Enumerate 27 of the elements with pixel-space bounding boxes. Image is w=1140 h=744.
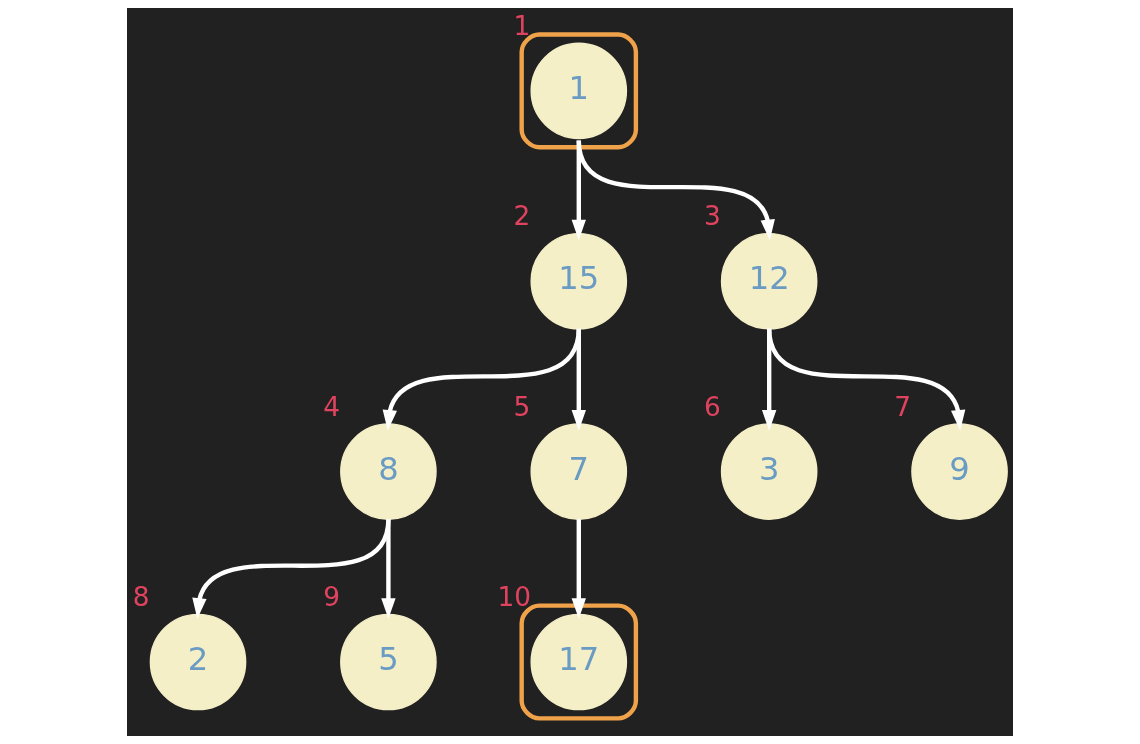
- node-label: 7: [894, 391, 912, 422]
- node-label: 6: [704, 391, 721, 422]
- node-circle: 3: [720, 423, 818, 520]
- arrow: [571, 328, 586, 431]
- node-circle: 7: [530, 423, 628, 520]
- arrow: [571, 519, 586, 619]
- node-label: 4: [323, 391, 341, 422]
- node-label: 5: [513, 391, 531, 422]
- arrow: [381, 519, 396, 619]
- node-circle: 1: [530, 42, 628, 140]
- node-label: 9: [323, 582, 341, 613]
- node-label: 3: [704, 201, 721, 232]
- node-circle: 15: [530, 232, 628, 330]
- node-label: 8: [132, 582, 150, 613]
- arrow: [382, 328, 581, 431]
- arrow: [576, 140, 775, 241]
- arrow: [767, 328, 966, 431]
- node-circle: 9: [911, 423, 1008, 520]
- node-circle: 17: [530, 613, 628, 711]
- node-circle: 8: [340, 423, 437, 520]
- node-label: 1: [513, 11, 531, 42]
- node-circle: 2: [149, 613, 247, 711]
- node-circle: 12: [720, 232, 818, 330]
- arrow: [192, 518, 391, 619]
- node-label: 10: [497, 582, 532, 613]
- node-circle: 5: [340, 613, 437, 711]
- node-label: 2: [513, 201, 531, 232]
